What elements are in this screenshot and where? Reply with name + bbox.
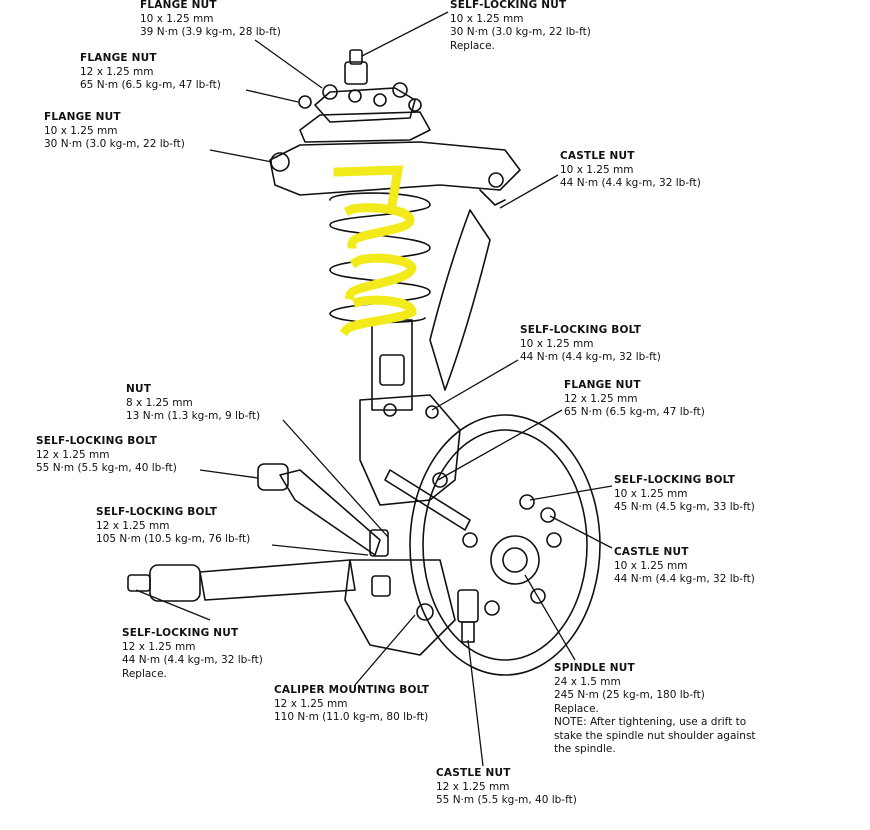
leader-flange-nut-4 [437, 409, 563, 481]
label-spindle-nut: SPINDLE NUT 24 x 1.5 mm 245 N·m (25 kg-m… [554, 662, 756, 757]
label-flange-nut-3: FLANGE NUT 10 x 1.25 mm 30 N·m (3.0 kg-m… [44, 111, 185, 152]
label-torque: 55 N·m (5.5 kg-m, 40 lb-ft) [436, 794, 577, 806]
label-size: 12 x 1.25 mm [274, 697, 348, 710]
strut-top-mount [298, 49, 431, 143]
leader-self-locking-bolt-2 [199, 469, 259, 479]
label-title: SELF-LOCKING BOLT [96, 506, 218, 518]
label-torque: 245 N·m (25 kg-m, 180 lb-ft) [554, 689, 705, 701]
label-caliper-mounting-bolt: CALIPER MOUNTING BOLT 12 x 1.25 mm 110 N… [274, 684, 429, 725]
label-self-locking-nut-bottom: SELF-LOCKING NUT 12 x 1.25 mm 44 N·m (4.… [122, 627, 263, 681]
label-self-locking-bolt-3: SELF-LOCKING BOLT 10 x 1.25 mm 45 N·m (4… [614, 474, 755, 515]
label-size: 12 x 1.25 mm [36, 448, 110, 461]
knuckle [344, 394, 479, 656]
label-size: 12 x 1.25 mm [96, 519, 170, 532]
label-title: FLANGE NUT [44, 111, 121, 123]
spring-highlight [333, 165, 417, 337]
label-torque: 65 N·m (6.5 kg-m, 47 lb-ft) [80, 79, 221, 91]
label-size: 24 x 1.5 mm [554, 675, 621, 688]
leader-castle-nut-lower [467, 639, 484, 767]
stabilizer-link [384, 469, 471, 531]
label-castle-nut-lower: CASTLE NUT 12 x 1.25 mm 55 N·m (5.5 kg-m… [436, 767, 577, 808]
label-torque: 45 N·m (4.5 kg-m, 33 lb-ft) [614, 501, 755, 513]
label-torque: 65 N·m (6.5 kg-m, 47 lb-ft) [564, 406, 705, 418]
label-title: SPINDLE NUT [554, 662, 635, 674]
leader-flange-nut-2 [245, 89, 299, 103]
label-title: CASTLE NUT [614, 546, 689, 558]
label-title: SELF-LOCKING NUT [122, 627, 239, 639]
label-note: Replace. [554, 702, 599, 715]
label-size: 12 x 1.25 mm [122, 640, 196, 653]
label-torque: 44 N·m (4.4 kg-m, 32 lb-ft) [520, 351, 661, 363]
leader-castle-nut-mid [549, 515, 613, 549]
label-size: 12 x 1.25 mm [436, 780, 510, 793]
label-title: CASTLE NUT [560, 150, 635, 162]
label-size: 10 x 1.25 mm [614, 559, 688, 572]
label-note-3: stake the spindle nut shoulder against [554, 729, 756, 742]
leader-caliper-mounting-bolt [354, 614, 416, 686]
label-flange-nut-2: FLANGE NUT 12 x 1.25 mm 65 N·m (6.5 kg-m… [80, 52, 221, 93]
label-size: 10 x 1.25 mm [560, 163, 634, 176]
label-flange-nut-4: FLANGE NUT 12 x 1.25 mm 65 N·m (6.5 kg-m… [564, 379, 705, 420]
lower-control-arm [127, 463, 391, 602]
label-size: 8 x 1.25 mm [126, 396, 193, 409]
label-note-4: the spindle. [554, 743, 616, 755]
label-torque: 13 N·m (1.3 kg-m, 9 lb-ft) [126, 410, 261, 422]
leader-castle-nut-upper [499, 174, 559, 209]
leader-self-locking-bolt-4 [271, 544, 369, 556]
knuckle-arm [429, 209, 491, 391]
label-self-locking-bolt-4: SELF-LOCKING BOLT 12 x 1.25 mm 105 N·m (… [96, 506, 250, 547]
label-torque: 44 N·m (4.4 kg-m, 32 lb-ft) [122, 654, 263, 666]
label-self-locking-bolt-1: SELF-LOCKING BOLT 10 x 1.25 mm 44 N·m (4… [520, 324, 661, 365]
leader-self-locking-bolt-3 [529, 485, 613, 501]
label-torque: 44 N·m (4.4 kg-m, 32 lb-ft) [560, 177, 701, 189]
label-flange-nut-1: FLANGE NUT 10 x 1.25 mm 39 N·m (3.9 kg-m… [140, 0, 281, 40]
label-castle-nut-upper: CASTLE NUT 10 x 1.25 mm 44 N·m (4.4 kg-m… [560, 150, 701, 191]
label-self-locking-nut-top: SELF-LOCKING NUT 10 x 1.25 mm 30 N·m (3.… [450, 0, 591, 53]
label-size: 10 x 1.25 mm [520, 337, 594, 350]
label-note: Replace. [122, 667, 167, 680]
label-torque: 30 N·m (3.0 kg-m, 22 lb-ft) [450, 26, 591, 38]
label-note: Replace. [450, 39, 495, 52]
label-size: 10 x 1.25 mm [140, 12, 214, 25]
leader-self-locking-nut-top [361, 11, 449, 57]
label-castle-nut-mid: CASTLE NUT 10 x 1.25 mm 44 N·m (4.4 kg-m… [614, 546, 755, 587]
label-size: 10 x 1.25 mm [450, 12, 524, 25]
label-torque: 110 N·m (11.0 kg-m, 80 lb-ft) [274, 711, 429, 723]
label-torque: 39 N·m (3.9 kg-m, 28 lb-ft) [140, 26, 281, 38]
leader-flange-nut-3 [209, 149, 273, 163]
label-nut-small: NUT 8 x 1.25 mm 13 N·m (1.3 kg-m, 9 lb-f… [126, 383, 260, 424]
label-torque: 105 N·m (10.5 kg-m, 76 lb-ft) [96, 533, 251, 545]
label-title: NUT [126, 383, 152, 395]
label-title: SELF-LOCKING NUT [450, 0, 567, 11]
leader-flange-nut-1 [254, 39, 323, 89]
label-torque: 30 N·m (3.0 kg-m, 22 lb-ft) [44, 138, 185, 150]
label-size: 12 x 1.25 mm [80, 65, 154, 78]
label-size: 12 x 1.25 mm [564, 392, 638, 405]
label-self-locking-bolt-2: SELF-LOCKING BOLT 12 x 1.25 mm 55 N·m (5… [36, 435, 177, 476]
label-size: 10 x 1.25 mm [614, 487, 688, 500]
label-title: FLANGE NUT [140, 0, 217, 11]
label-title: CASTLE NUT [436, 767, 511, 779]
label-title: FLANGE NUT [564, 379, 641, 391]
label-torque: 55 N·m (5.5 kg-m, 40 lb-ft) [36, 462, 177, 474]
label-title: SELF-LOCKING BOLT [614, 474, 736, 486]
label-title: FLANGE NUT [80, 52, 157, 64]
leader-self-locking-bolt-1 [431, 359, 519, 411]
label-size: 10 x 1.25 mm [44, 124, 118, 137]
label-title: SELF-LOCKING BOLT [36, 435, 158, 447]
leader-spindle-nut [524, 574, 576, 661]
leader-nut-small [282, 419, 389, 538]
label-torque: 44 N·m (4.4 kg-m, 32 lb-ft) [614, 573, 755, 585]
label-note-2: NOTE: After tightening, use a drift to [554, 716, 747, 728]
label-title: SELF-LOCKING BOLT [520, 324, 642, 336]
label-title: CALIPER MOUNTING BOLT [274, 684, 430, 696]
leader-self-locking-nut-bottom [135, 589, 211, 621]
brake-rotor [409, 414, 601, 676]
